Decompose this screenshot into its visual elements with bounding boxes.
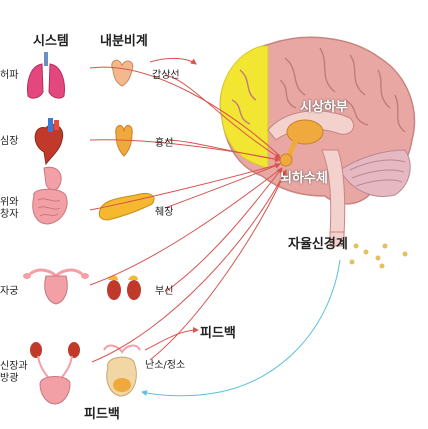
gland-label-gonads: 난소/정소 bbox=[145, 360, 186, 371]
gland-label-thyroid: 갑상선 bbox=[152, 70, 180, 81]
gland-label-adrenal: 부신 bbox=[155, 286, 174, 297]
system-label-kidney: 신장과 방광 bbox=[0, 361, 28, 384]
arrows-red bbox=[89, 57, 287, 363]
label-feedback-upper: 피드백 bbox=[200, 326, 236, 341]
adrenal-icon bbox=[107, 275, 141, 300]
system-label-lung: 허파 bbox=[0, 70, 19, 81]
label-feedback-lower: 피드백 bbox=[84, 407, 120, 422]
lung-icon bbox=[27, 52, 65, 99]
thymus-icon bbox=[115, 125, 133, 157]
gland-label-pancreas: 췌장 bbox=[155, 207, 174, 218]
kidney-bladder-icon bbox=[30, 342, 80, 405]
label-autonomic: 자율신경계 bbox=[288, 237, 348, 252]
cerebellum-folds bbox=[349, 159, 406, 187]
gland-label-thymus: 흉선 bbox=[155, 138, 174, 149]
label-hypothalamus: 시상하부 bbox=[300, 100, 348, 115]
nerve-dots bbox=[349, 243, 408, 269]
header-systems: 시스템 bbox=[33, 34, 69, 49]
label-pituitary: 뇌하수체 bbox=[280, 171, 328, 186]
reproductive-icon bbox=[103, 344, 141, 397]
thyroid-icon bbox=[111, 59, 134, 87]
pancreas-icon bbox=[98, 193, 155, 221]
system-label-gut: 위와 창자 bbox=[0, 197, 19, 220]
brain-gyri bbox=[231, 47, 406, 133]
brain bbox=[219, 36, 416, 247]
feedback-arrow-blue bbox=[141, 259, 341, 397]
header-endocrine: 내분비계 bbox=[100, 34, 148, 49]
system-label-heart: 심장 bbox=[0, 136, 19, 147]
heart-icon bbox=[34, 118, 64, 166]
system-label-uterus: 자궁 bbox=[0, 286, 19, 297]
gut-icon bbox=[32, 166, 68, 225]
uterus-icon bbox=[23, 268, 89, 305]
